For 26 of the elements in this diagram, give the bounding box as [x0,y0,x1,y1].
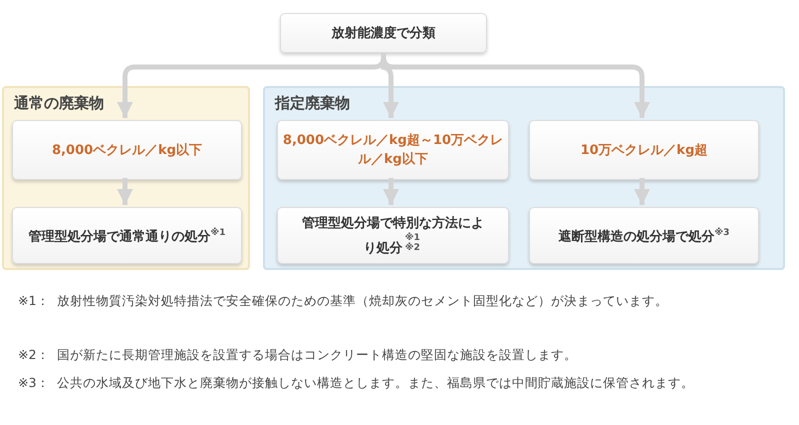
process-box [277,120,509,180]
threshold-text: 8,000ベクレル／kg超～10万ベクレル／kg以下 [282,132,504,169]
disposal-text: 遮断型構造の処分場で処分$^{※3}$ [558,226,730,247]
footnote-text: 放射性物質汚染対処特措法で安全確保のための基準（焼却灰のセメント固型化など）が決まっています。 [57,292,669,310]
process-box [277,207,509,264]
footnote-mark: ※1： [18,292,50,310]
disposal-text: 管理型処分場で通常通りの処分$^{※1}$ [28,226,226,247]
panel-heading: 指定廃棄物 [275,94,350,113]
arrow [634,178,650,205]
panel-heading: 通常の廃棄物 [14,94,104,113]
footnote-mark: ※3： [18,374,50,392]
process-box [280,13,487,53]
process-box [12,120,242,180]
category-panel [2,86,250,270]
process-box [529,207,759,264]
process-box [12,207,242,264]
threshold-text: 10万ベクレル／kg超 [580,142,708,160]
footnote-text: 国が新たに長期管理施設を設置する場合はコンクリート構造の堅固な施設を設置します。 [57,346,578,364]
threshold-text: 8,000ベクレル／kg以下 [52,142,202,160]
category-panel [263,86,785,270]
footnote-text: 公共の水域及び地下水と廃棄物が接触しない構造とします。また、福島県では中間貯蔵施設に保管されます。 [57,374,695,392]
disposal-text: 放射能濃度で分類 [332,24,436,42]
arrow [117,178,133,205]
arrow [383,178,399,205]
process-box [529,120,759,180]
footnote-mark: ※2： [18,346,50,364]
